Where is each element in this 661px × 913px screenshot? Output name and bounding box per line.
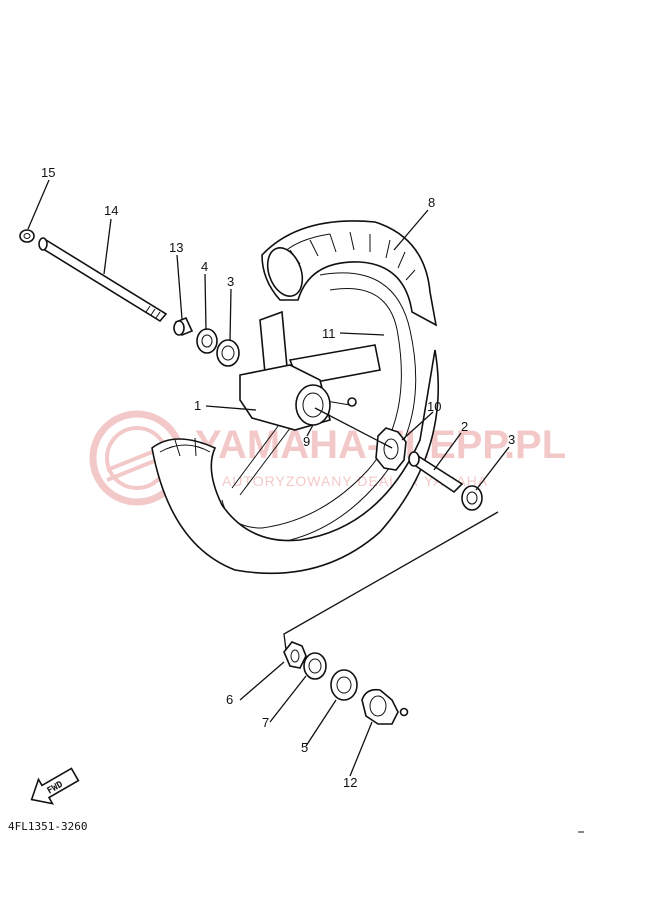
part-axle [38,237,168,323]
part-bearing-left [216,339,240,367]
callout-6: 6 [226,692,233,707]
callout-3-right: 3 [508,432,515,447]
callout-3-left: 3 [227,274,234,289]
fwd-arrow-icon: FWD [30,767,80,805]
callout-2: 2 [461,419,468,434]
part-wheel-and-tire [151,220,440,575]
callout-9: 9 [303,434,310,449]
leader-lines [27,179,510,777]
sub-assembly-line [283,511,499,651]
callout-numbers: 15 14 13 4 3 8 11 1 9 10 2 3 6 7 5 12 [41,165,515,790]
callout-1: 1 [194,398,201,413]
callout-13: 13 [169,240,183,255]
callout-4: 4 [201,259,208,274]
callout-7: 7 [262,715,269,730]
part-oil-seal-left [196,328,218,354]
callout-5: 5 [301,740,308,755]
part-spacer [408,451,464,494]
watermark-sub-text: AUTORYZOWANY DEALER YAMAHA [222,473,488,489]
callout-12: 12 [343,775,357,790]
callout-14: 14 [104,203,118,218]
part-collar [173,316,194,337]
part-meter-clutch [375,427,407,471]
part-bearing-right [461,485,483,511]
callout-10: 10 [427,399,441,414]
axle-center-line [314,407,393,449]
callout-15: 15 [41,165,55,180]
part-bearing-gear-unit [330,669,358,701]
part-circlip [19,229,35,243]
part-oil-seal-right [303,652,327,680]
part-clutch-meter [283,641,307,669]
callout-11: 11 [322,326,336,341]
figure-code: 4FL1351-3260 [8,820,87,833]
part-meter-gear-unit [361,688,409,725]
callout-8: 8 [428,195,435,210]
